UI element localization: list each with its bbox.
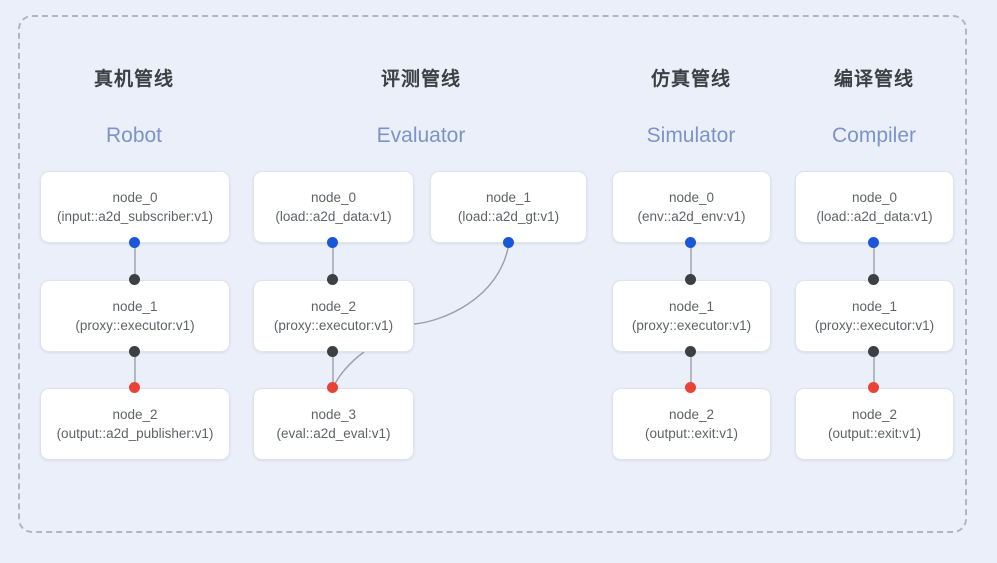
port-input-compiler-node_1[interactable]	[868, 274, 879, 285]
node-compiler-node_1[interactable]: node_1 (proxy::executor:v1)	[795, 280, 954, 352]
node-evaluator-node_0[interactable]: node_0 (load::a2d_data:v1)	[253, 171, 414, 243]
node-type-label: (eval::a2d_eval:v1)	[276, 426, 391, 441]
node-type-label: (proxy::executor:v1)	[814, 318, 935, 333]
port-input-simulator-node_1[interactable]	[685, 274, 696, 285]
node-id-label: node_2	[112, 407, 158, 422]
column-title-en-simulator: Simulator	[646, 124, 736, 147]
port-input-evaluator-node_3[interactable]	[327, 382, 338, 393]
node-id-label: node_0	[668, 190, 715, 205]
node-type-label: (input::a2d_subscriber:v1)	[56, 209, 214, 224]
node-id-label: node_1	[668, 299, 715, 314]
node-type-label: (load::a2d_gt:v1)	[457, 209, 560, 224]
node-simulator-node_2[interactable]: node_2 (output::exit:v1)	[612, 388, 771, 460]
node-simulator-node_1[interactable]: node_1 (proxy::executor:v1)	[612, 280, 771, 352]
node-type-label: (load::a2d_data:v1)	[275, 209, 392, 224]
column-title-cn-compiler: 编译管线	[833, 69, 914, 90]
node-id-label: node_2	[851, 407, 898, 422]
port-input-simulator-node_2[interactable]	[685, 382, 696, 393]
port-output-compiler-node_1[interactable]	[868, 346, 879, 357]
port-output-simulator-node_0[interactable]	[685, 237, 696, 248]
node-evaluator-node_2[interactable]: node_2 (proxy::executor:v1)	[253, 280, 414, 352]
node-type-label: (output::a2d_publisher:v1)	[56, 426, 214, 441]
node-robot-node_2[interactable]: node_2 (output::a2d_publisher:v1)	[40, 388, 230, 460]
port-output-robot-node_0[interactable]	[129, 237, 140, 248]
port-output-evaluator-node_0[interactable]	[327, 237, 338, 248]
node-type-label: (output::exit:v1)	[827, 426, 922, 441]
port-output-simulator-node_1[interactable]	[685, 346, 696, 357]
node-robot-node_0[interactable]: node_0 (input::a2d_subscriber:v1)	[40, 171, 230, 243]
column-title-cn-evaluator: 评测管线	[380, 69, 461, 90]
port-output-robot-node_1[interactable]	[129, 346, 140, 357]
node-evaluator-node_1[interactable]: node_1 (load::a2d_gt:v1)	[430, 171, 587, 243]
column-title-en-robot: Robot	[105, 124, 163, 147]
node-compiler-node_0[interactable]: node_0 (load::a2d_data:v1)	[795, 171, 954, 243]
node-id-label: node_2	[310, 299, 357, 314]
node-type-label: (proxy::executor:v1)	[631, 318, 752, 333]
node-id-label: node_0	[310, 190, 357, 205]
port-output-compiler-node_0[interactable]	[868, 237, 879, 248]
column-title-en-compiler: Compiler	[831, 124, 917, 147]
node-id-label: node_1	[485, 190, 532, 205]
port-input-robot-node_2[interactable]	[129, 382, 140, 393]
port-output-evaluator-node_2[interactable]	[327, 346, 338, 357]
node-id-label: node_1	[851, 299, 898, 314]
node-id-label: node_0	[851, 190, 898, 205]
column-title-cn-robot: 真机管线	[93, 69, 174, 90]
node-id-label: node_0	[112, 190, 158, 205]
node-robot-node_1[interactable]: node_1 (proxy::executor:v1)	[40, 280, 230, 352]
node-id-label: node_1	[112, 299, 158, 314]
port-output-evaluator-node_1[interactable]	[503, 237, 514, 248]
node-type-label: (proxy::executor:v1)	[75, 318, 195, 333]
node-id-label: node_3	[310, 407, 357, 422]
node-type-label: (output::exit:v1)	[644, 426, 739, 441]
diagram-dashed-frame	[18, 15, 967, 533]
node-simulator-node_0[interactable]: node_0 (env::a2d_env:v1)	[612, 171, 771, 243]
node-compiler-node_2[interactable]: node_2 (output::exit:v1)	[795, 388, 954, 460]
column-title-cn-simulator: 仿真管线	[650, 69, 731, 90]
node-evaluator-node_3[interactable]: node_3 (eval::a2d_eval:v1)	[253, 388, 414, 460]
port-input-robot-node_1[interactable]	[129, 274, 140, 285]
port-input-compiler-node_2[interactable]	[868, 382, 879, 393]
port-input-evaluator-node_2[interactable]	[327, 274, 338, 285]
node-type-label: (env::a2d_env:v1)	[637, 209, 746, 224]
node-type-label: (proxy::executor:v1)	[273, 318, 394, 333]
column-title-en-evaluator: Evaluator	[376, 124, 466, 147]
node-id-label: node_2	[668, 407, 715, 422]
node-type-label: (load::a2d_data:v1)	[816, 209, 933, 224]
